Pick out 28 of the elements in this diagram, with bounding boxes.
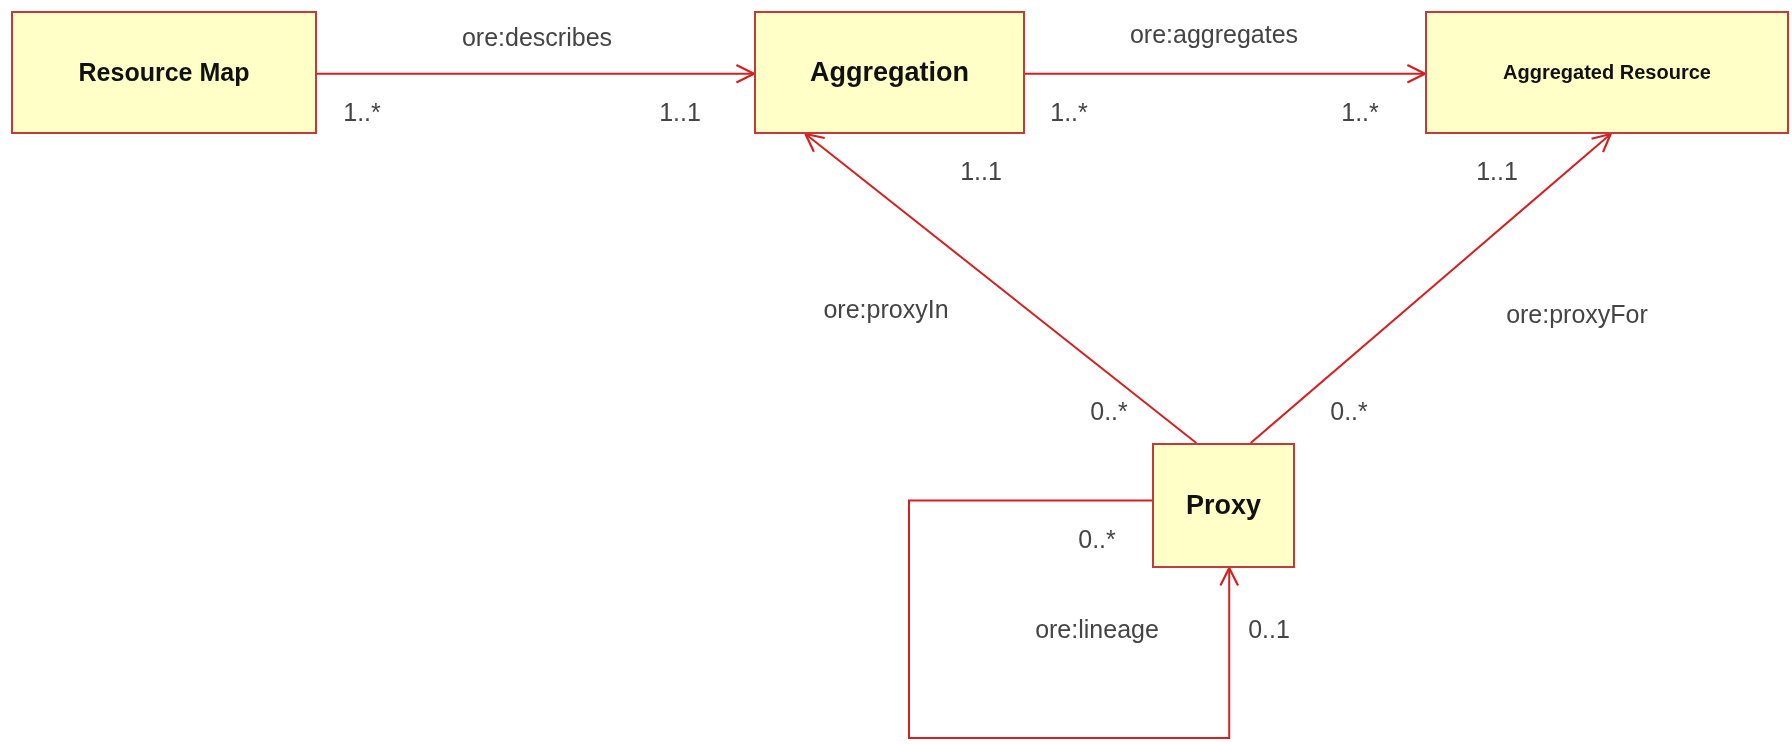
- association-arrow: [1249, 132, 1612, 444]
- edge-label: ore:proxyIn: [823, 294, 949, 324]
- class-box: [1425, 11, 1789, 134]
- association-arrow: [316, 63, 756, 84]
- class-name: Aggregation: [810, 57, 969, 88]
- multiplicity-label: 0..*: [1078, 524, 1116, 554]
- multiplicity-label: 0..*: [1090, 396, 1128, 426]
- association-arrow: [1024, 63, 1427, 84]
- edge-label: ore:aggregates: [1129, 19, 1299, 49]
- class-box: [754, 11, 1025, 134]
- association-arrow: [908, 499, 1240, 739]
- multiplicity-label: 1..*: [1341, 97, 1379, 127]
- class-box: [1152, 443, 1295, 568]
- edge-label: ore:proxyFor: [1506, 299, 1648, 329]
- multiplicity-label: 1..*: [1050, 97, 1088, 127]
- multiplicity-label: 0..*: [1330, 396, 1368, 426]
- multiplicity-label: 1..1: [960, 156, 1002, 186]
- edge-label: ore:describes: [461, 22, 613, 52]
- multiplicity-label: 0..1: [1248, 614, 1290, 644]
- class-name: Proxy: [1185, 490, 1261, 521]
- multiplicity-label: 1..1: [1476, 156, 1518, 186]
- multiplicity-label: 1..1: [659, 97, 701, 127]
- multiplicity-label: 1..*: [343, 97, 381, 127]
- edge-label: ore:lineage: [1035, 614, 1159, 644]
- class-box: [11, 11, 317, 134]
- class-name: Aggregated Resource: [1503, 61, 1711, 84]
- association-arrow: [804, 132, 1198, 444]
- class-name: Resource Map: [78, 58, 250, 87]
